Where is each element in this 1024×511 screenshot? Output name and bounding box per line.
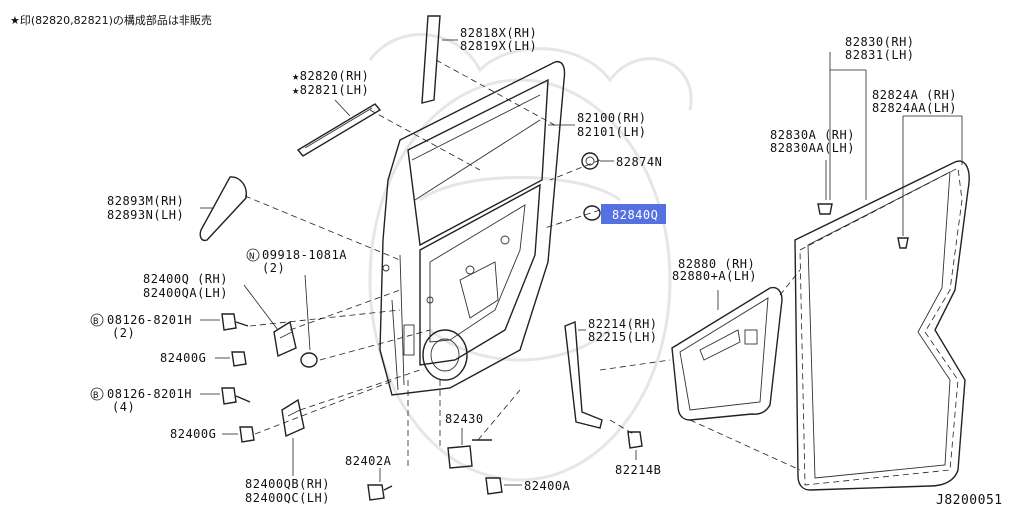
label-82821: ★82821(LH) <box>292 83 369 97</box>
part-82430-striker: 82430 <box>445 412 492 469</box>
part-82820-weatherstrip: ★82820(RH) ★82821(LH) <box>292 69 382 157</box>
label-82400a: 82400A <box>524 479 571 493</box>
part-82214b-screw: 82214B <box>615 431 661 477</box>
label-82830: 82830(RH) <box>845 35 915 49</box>
part-82874n-grommet: 82874N <box>581 152 662 170</box>
label-82880a: 82880+A(LH) <box>672 269 757 283</box>
label-82400qb: 82400QB(RH) <box>245 477 330 491</box>
watermark-emblem <box>368 33 693 482</box>
label-82824a: 82824A (RH) <box>872 88 957 102</box>
part-08126-bolt-upper: B 08126-8201H (2) <box>90 313 249 340</box>
label-82830a: 82830A (RH) <box>770 128 855 142</box>
label-82400qa: 82400QA(LH) <box>143 286 228 300</box>
part-82214-bracket: 82214(RH) 82215(LH) <box>564 317 658 429</box>
label-82430: 82430 <box>445 412 484 426</box>
circle-mark-b2: B <box>93 391 99 401</box>
label-82400q: 82400Q (RH) <box>143 272 228 286</box>
part-09918-clip: N 09918-1081A (2) <box>246 248 347 368</box>
part-82400q-hinge: 82400Q (RH) 82400QA(LH) <box>143 272 297 358</box>
circle-mark-n: N <box>249 252 255 262</box>
part-82830-door-seal: 82830(RH) 82831(LH) <box>794 35 970 491</box>
label-82100: 82100(RH) <box>577 111 647 125</box>
label-82893m: 82893M(RH) <box>107 194 184 208</box>
rear-door-panel <box>379 60 566 396</box>
label-82400qc: 82400QC(LH) <box>245 491 330 505</box>
label-82880: 82880 (RH) <box>678 257 755 271</box>
part-82402a-bolt: 82402A <box>345 454 393 501</box>
part-08126-bolt-lower: B 08126-8201H (4) <box>90 387 251 414</box>
label-09918-qty: (2) <box>262 261 285 275</box>
assembly-guide-lines <box>244 59 801 471</box>
highlight-82840q <box>601 204 666 224</box>
label-08126-lower: 08126-8201H <box>107 387 192 401</box>
label-82400g-upper: 82400G <box>160 351 206 365</box>
label-82824aa: 82824AA(LH) <box>872 101 957 115</box>
label-82400g-lower: 82400G <box>170 427 216 441</box>
part-82400g-nut-upper: 82400G <box>160 351 247 367</box>
circle-mark-b1: B <box>93 317 99 327</box>
note-not-for-sale: ★印(82820,82821)の構成部品は非販売 <box>10 13 212 27</box>
label-82840q[interactable]: 82840Q <box>612 208 658 222</box>
part-82818x-strip: 82818X(RH) 82819X(LH) <box>421 15 537 104</box>
part-82400g-nut-lower: 82400G <box>170 426 255 443</box>
label-82101: 82101(LH) <box>577 125 647 139</box>
label-82214: 82214(RH) <box>588 317 658 331</box>
label-82874n: 82874N <box>616 155 662 169</box>
label-82402a: 82402A <box>345 454 392 468</box>
label-08126-upper: 08126-8201H <box>107 313 192 327</box>
part-82824a-clip: 82824A (RH) 82824AA(LH) <box>872 88 963 249</box>
label-09918: 09918-1081A <box>262 248 347 262</box>
part-82893m-trim: 82893M(RH) 82893N(LH) <box>107 176 247 242</box>
diagram-id: J8200051 <box>936 493 1003 508</box>
part-82830a-clip: 82830A (RH) 82830AA(LH) <box>770 128 855 215</box>
label-82215: 82215(LH) <box>588 330 658 344</box>
label-82831: 82831(LH) <box>845 48 915 62</box>
part-82880-trim-panel: 82880 (RH) 82880+A(LH) <box>671 257 783 421</box>
label-82818x: 82818X(RH) <box>460 26 537 40</box>
label-82820: ★82820(RH) <box>292 69 369 83</box>
part-82400a-bolt: 82400A <box>485 477 571 495</box>
label-82830aa: 82830AA(LH) <box>770 141 855 155</box>
label-82214b: 82214B <box>615 463 661 477</box>
label-82819x: 82819X(LH) <box>460 39 537 53</box>
part-82840q-seal[interactable]: 82840Q <box>583 204 666 224</box>
label-82893n: 82893N(LH) <box>107 208 184 222</box>
label-08126-lower-qty: (4) <box>112 400 135 414</box>
label-08126-upper-qty: (2) <box>112 326 135 340</box>
part-82400qb-hinge: 82400QB(RH) 82400QC(LH) <box>245 398 330 505</box>
